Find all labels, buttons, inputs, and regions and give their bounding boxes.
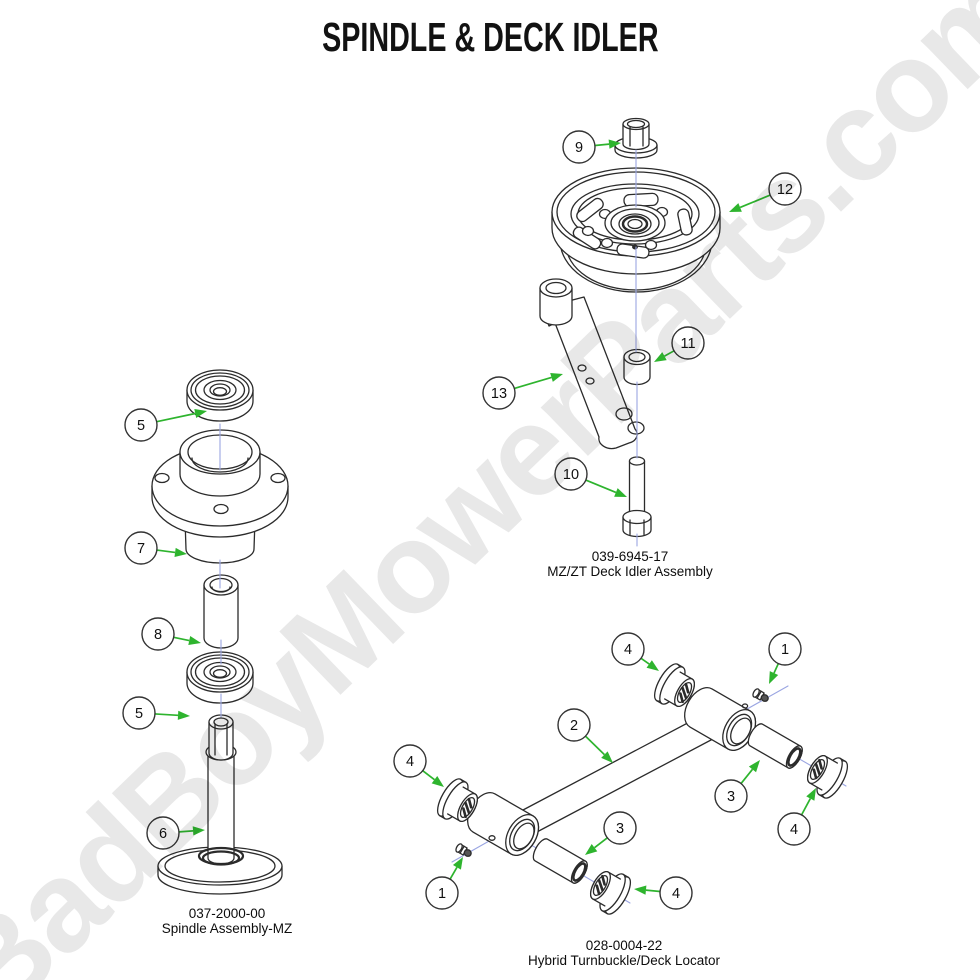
- callout-4-flange-bushing-right: 4: [777, 788, 816, 846]
- callout-7-spindle-housing: 7: [124, 531, 187, 565]
- deck-idler-part-name: MZ/ZT Deck Idler Assembly: [547, 564, 713, 579]
- callout-number: 2: [570, 718, 578, 734]
- callout-4-flange-bushing-left: 4: [393, 744, 444, 787]
- idler-bolt: [622, 456, 652, 538]
- deck-idler-part-number: 039-6945-17: [591, 549, 669, 564]
- callout-number: 1: [438, 886, 446, 902]
- turnbuckle-part-name: Hybrid Turnbuckle/Deck Locator: [527, 953, 721, 968]
- callout-3-spacer-right: 3: [714, 760, 760, 813]
- callout-number: 3: [727, 789, 735, 805]
- callout-number: 13: [491, 386, 507, 402]
- spindle-part-name: Spindle Assembly-MZ: [161, 921, 293, 936]
- callout-number: 6: [159, 826, 167, 842]
- callout-number: 4: [624, 642, 632, 658]
- callout-10-idler-bolt: 10: [554, 457, 627, 497]
- idler-pulley: [551, 167, 721, 293]
- callout-6-spindle-shaft: 6: [146, 816, 205, 850]
- spacer-right: [743, 720, 807, 772]
- callout-8-spacer-tube: 8: [141, 617, 201, 651]
- idler-arm: [539, 278, 645, 450]
- turnbuckle-assembly: [431, 659, 854, 919]
- bearing-lower: [186, 651, 254, 704]
- callout-number: 5: [135, 706, 143, 722]
- callout-number: 12: [777, 182, 793, 198]
- spindle-caption: 037-2000-00 Spindle Assembly-MZ: [77, 906, 377, 936]
- callout-5-lower-bearing: 5: [122, 696, 190, 730]
- grease-zerk-left: [454, 842, 474, 860]
- spindle-assembly: [151, 369, 289, 895]
- callout-number: 4: [790, 822, 798, 838]
- idler-spacer: [623, 348, 651, 386]
- deck-idler-assembly: [539, 117, 721, 547]
- spindle-part-number: 037-2000-00: [188, 906, 266, 921]
- callout-4-flange-bushing-bottom: 4: [634, 876, 693, 910]
- callout-number: 5: [137, 418, 145, 434]
- page-title: SPINDLE & DECK IDLER: [321, 14, 659, 60]
- page-title-wrap: SPINDLE & DECK IDLER: [0, 14, 980, 61]
- callout-2-turnbuckle-tube: 2: [557, 708, 613, 763]
- callout-number: 4: [672, 886, 680, 902]
- callout-11-idler-spacer: 11: [654, 326, 705, 362]
- callout-number: 4: [406, 754, 414, 770]
- turnbuckle-caption: 028-0004-22 Hybrid Turnbuckle/Deck Locat…: [474, 938, 774, 968]
- callout-number: 9: [575, 140, 583, 156]
- zerk-hole-left: [488, 835, 496, 841]
- spindle-shaft: [157, 714, 283, 895]
- turnbuckle-part-number: 028-0004-22: [585, 938, 663, 953]
- callout-9-flange-nut: 9: [562, 130, 621, 164]
- spacer-bottom: [528, 835, 592, 887]
- flange-bushing-bottom: [582, 862, 637, 919]
- callout-4-flange-bushing-top: 4: [611, 632, 659, 671]
- flange-nut: [614, 117, 658, 159]
- deck-idler-caption: 039-6945-17 MZ/ZT Deck Idler Assembly: [480, 549, 780, 579]
- callout-number: 10: [563, 467, 579, 483]
- callout-number: 3: [616, 821, 624, 837]
- callout-12-idler-pulley: 12: [729, 172, 802, 212]
- callout-1-grease-zerk-left: 1: [425, 857, 463, 910]
- zerk-hole-right: [741, 703, 749, 709]
- callout-number: 1: [781, 642, 789, 658]
- flange-bushing-right: [799, 746, 854, 803]
- callout-number: 7: [137, 541, 145, 557]
- spacer-tube: [203, 574, 239, 649]
- callout-1-grease-zerk-right: 1: [768, 632, 802, 684]
- callout-number: 8: [154, 627, 162, 643]
- callout-5-upper-bearing: 5: [124, 408, 207, 442]
- callout-3-spacer-bottom: 3: [585, 811, 637, 855]
- callout-13-idler-arm: 13: [482, 373, 563, 410]
- callout-number: 11: [680, 336, 695, 352]
